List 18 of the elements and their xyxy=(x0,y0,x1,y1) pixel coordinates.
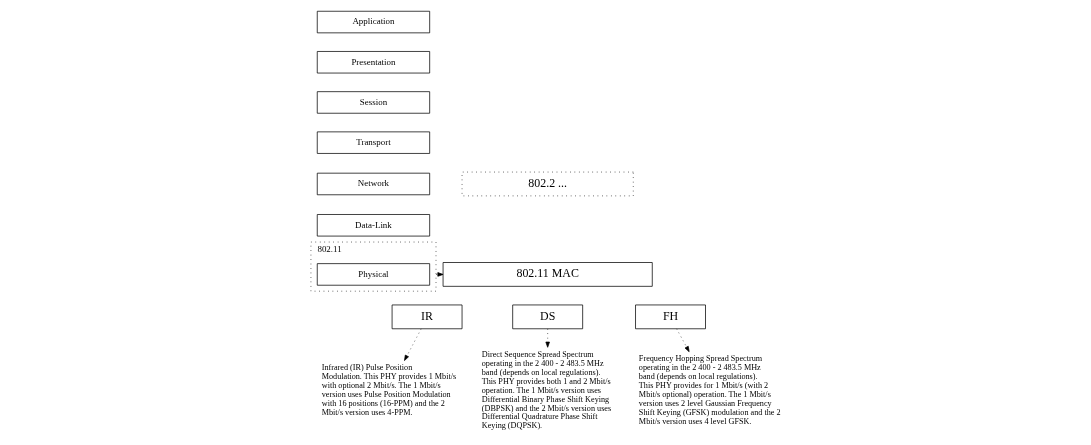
node-text: Frequency Hopping Spread Spectrum operating in the 2 400 - 2 483.5 MHz band (depends on local regulations). This PHY provides for 1 Mbit/s (with 2 Mbit/s optional) operation. The 1 Mbit/s version uses 2 level Gaussian Frequency Shift Keying (GFSK) modulation and the 2 Mbit/s version uses 4 level GFSK. xyxy=(638,354,781,426)
node-box: Presentation xyxy=(316,51,430,74)
node-box: Data-Link xyxy=(316,214,430,237)
node-text: Infrared (IR) Pulse Position Modulation. This PHY provides 1 Mbit/s with optional 2 Mbit/s. The 1 Mbit/s version uses Pulse Position Modulation with 16 positions (16-PPM) and the 2 Mbit/s version uses 4-PPM. xyxy=(321,363,456,417)
node-box: Transport xyxy=(316,131,430,154)
arrow xyxy=(675,328,689,353)
node-box: DS xyxy=(511,304,583,330)
node-box: 802.11 MAC xyxy=(442,262,653,287)
node-box: Application xyxy=(316,10,430,34)
node-text: Direct Sequence Spread Spectrum operating in the 2 400 - 2 483.5 MHz band (depends on local regulations). This PHY provides both 1 and 2 Mbit/s operation. The 1 Mbit/s version uses Differential Binary Phase Shift Keying (DBPSK) and the 2 Mbit/s version uses Differential Quadrature Phase Shift Keying (DQPSK). xyxy=(481,349,611,431)
node-box: FH xyxy=(634,304,706,330)
node-box: 802.2 ... xyxy=(461,171,634,197)
arrow xyxy=(403,328,421,361)
node-box: Physical xyxy=(316,263,430,286)
node-box: Network xyxy=(316,172,430,196)
node-box: IR xyxy=(391,304,462,330)
node-box: Session xyxy=(316,91,430,114)
arrow xyxy=(435,272,443,277)
